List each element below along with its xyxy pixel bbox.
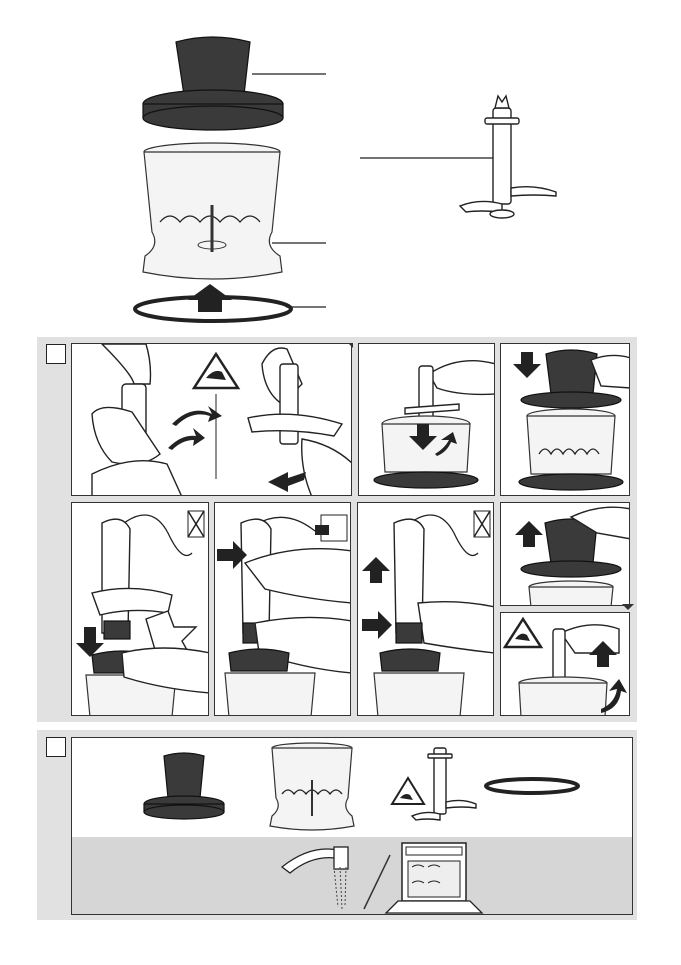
panel-place-blade-in-bowl [358, 343, 495, 496]
warning-sharp-blade-icon [194, 354, 238, 388]
dishwasher-icon [386, 843, 482, 913]
remove-blade-illustration [501, 613, 630, 716]
panel-unplug-and-release [357, 502, 494, 716]
outlet-plug-icon [315, 515, 347, 541]
attach-lid-illustration [501, 344, 630, 496]
mount-motor-illustration [72, 503, 209, 716]
blade-part-small [412, 748, 476, 820]
panel-attach-lid [500, 343, 630, 496]
unplug-cross-icon-2 [474, 511, 490, 537]
arrow-up-icon [188, 284, 232, 312]
warning-sharp-blade-icon-2 [505, 619, 541, 647]
blade-into-bowl-illustration [359, 344, 495, 496]
panel-mount-motor-unplugged [71, 502, 209, 716]
section-badge-cleaning [46, 737, 66, 757]
panel-remove-lid [500, 502, 630, 606]
cleaning-method-illustration [72, 837, 634, 915]
panel-cleaning-parts [71, 737, 633, 837]
parts-overview-illustration [0, 0, 681, 330]
chopper-lid-part [143, 37, 283, 130]
chopper-blade-part [460, 96, 556, 218]
bowl-part-small [270, 743, 354, 830]
remove-lid-illustration [501, 503, 630, 606]
blade-handling-illustration [72, 344, 352, 496]
panel-remove-blade-warning [500, 612, 630, 716]
unplug-cross-icon [188, 511, 204, 537]
or-divider [364, 855, 390, 909]
cleaning-parts-illustration [72, 738, 633, 837]
chopper-bowl-part [143, 143, 282, 279]
panel-insert-blade-warning [71, 343, 352, 496]
tap-water-icon [282, 847, 348, 909]
plug-in-illustration [215, 503, 351, 716]
panel-corner-tick [348, 343, 353, 348]
section-badge-assembly [46, 344, 66, 364]
warning-sharp-blade-icon-3 [392, 778, 424, 804]
ring-part-small [486, 779, 578, 793]
release-motor-illustration [358, 503, 494, 716]
panel-join-notch [622, 604, 634, 610]
panel-plug-in-and-press [214, 502, 351, 716]
lid-part-small [144, 753, 224, 819]
cleaning-method-strip [71, 837, 633, 915]
